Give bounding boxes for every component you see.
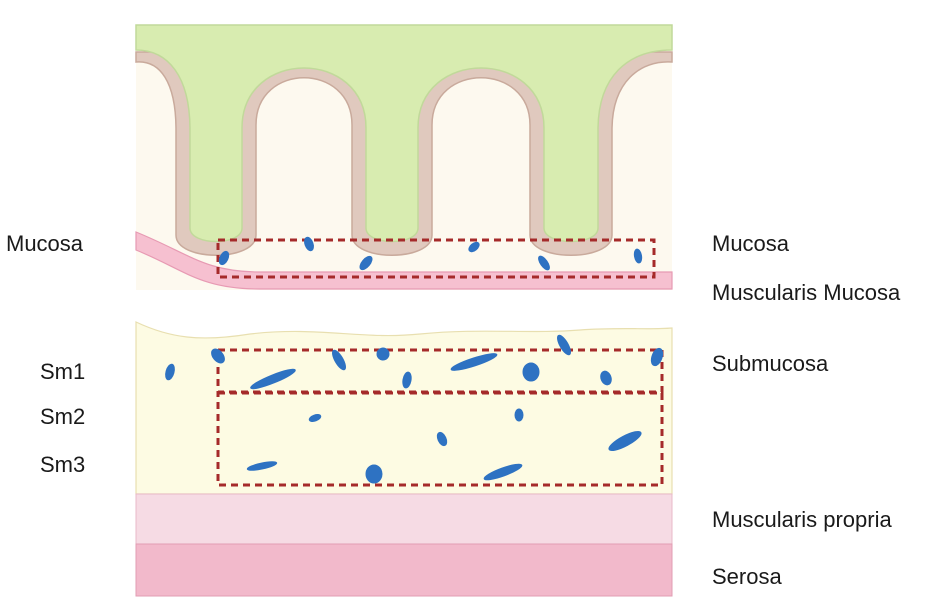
epithelium	[135, 24, 673, 243]
label-left-mucosa: Mucosa	[6, 231, 84, 256]
cancer-cell	[514, 408, 524, 422]
cancer-cell	[332, 349, 346, 371]
label-sm3: Sm3	[40, 452, 86, 477]
label-muscularis-propria: Muscularis propria	[712, 507, 892, 532]
label-serosa: Serosa	[712, 564, 782, 589]
cancer-cell	[538, 255, 550, 271]
cancer-cell	[557, 334, 571, 356]
cancer-cell	[633, 248, 643, 264]
label-sm1: Sm1	[40, 359, 86, 384]
cancer-cell	[246, 461, 278, 471]
cancer-cell	[308, 414, 322, 422]
cancer-cell	[522, 362, 540, 382]
cancer-cell	[165, 363, 175, 381]
label-right-mucosa: Mucosa	[712, 231, 790, 256]
cancer-cell	[359, 255, 373, 271]
cancer-cell	[304, 236, 314, 252]
cancer-cell	[608, 430, 642, 452]
cancer-cell	[365, 464, 383, 484]
mucosa-invasion-box	[216, 238, 656, 279]
cancer-cells	[165, 236, 664, 484]
cancer-cell	[436, 431, 448, 447]
cancer-cell	[211, 348, 225, 364]
cancer-cell	[650, 347, 664, 367]
cancer-cell	[450, 353, 498, 371]
muscularis-propria-layer	[135, 493, 673, 545]
cancer-cell	[376, 347, 390, 361]
cancer-cell	[218, 250, 230, 266]
cancer-cell	[468, 241, 480, 253]
label-submucosa: Submucosa	[712, 351, 829, 376]
sm2-sm3-invasion-box	[216, 391, 664, 487]
submucosa-layer	[135, 321, 673, 495]
label-sm2: Sm2	[40, 404, 86, 429]
cancer-cell	[483, 463, 523, 481]
cancer-cell	[600, 370, 612, 386]
cancer-cell	[250, 368, 296, 390]
serosa-layer	[135, 543, 673, 597]
label-muscularis-mucosa: Muscularis Mucosa	[712, 280, 901, 305]
cancer-cell	[402, 371, 412, 389]
muscularis-mucosa-layer	[135, 231, 673, 290]
